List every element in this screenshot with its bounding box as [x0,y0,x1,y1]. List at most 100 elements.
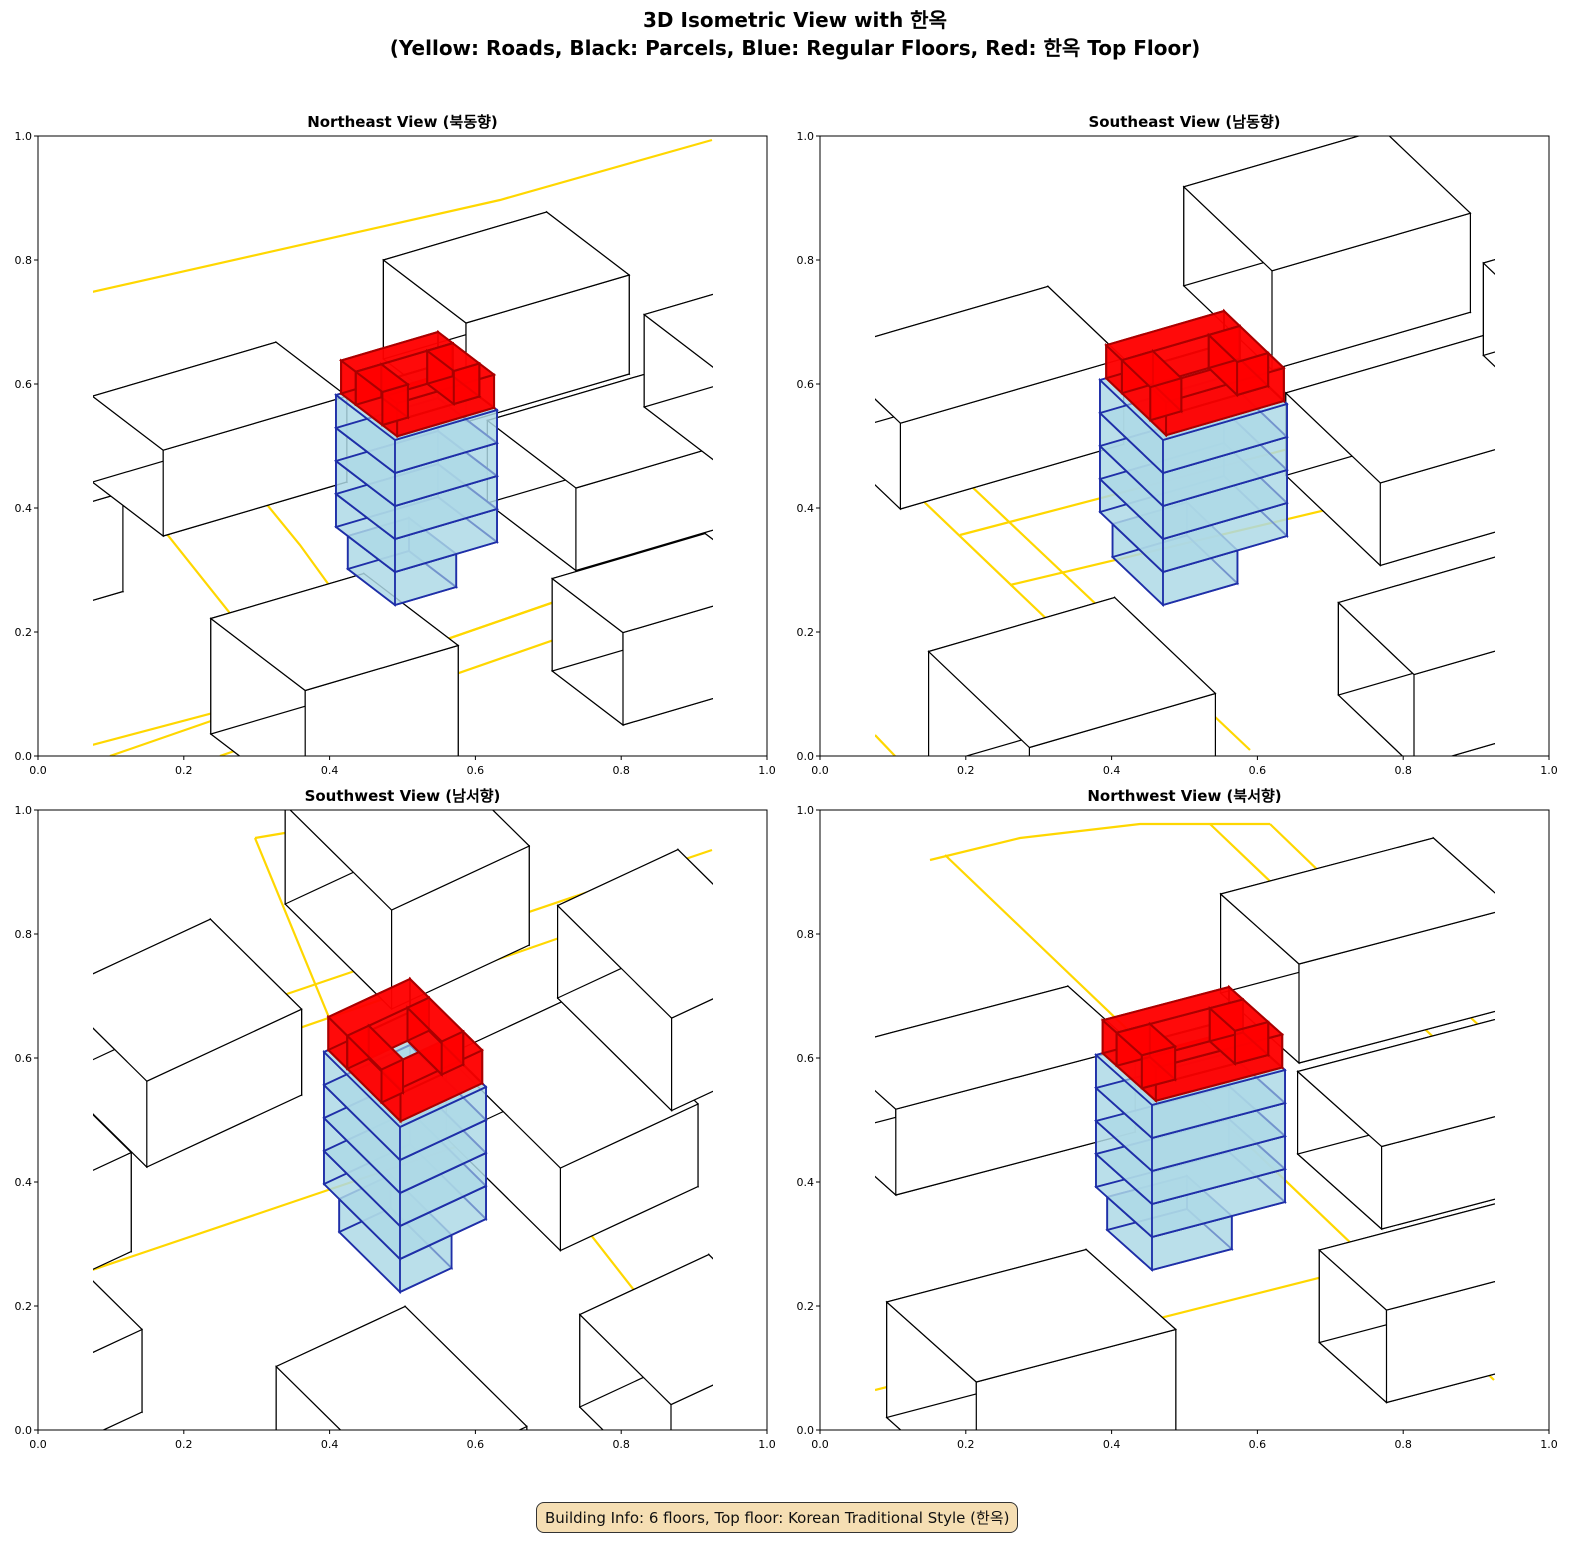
parcel-building-face [1,545,90,695]
parcel-building-face [0,1217,28,1360]
x-tick-label: 0.4 [1103,764,1121,777]
parcel-building-face [0,1111,11,1308]
x-tick-label: 1.0 [1540,1438,1558,1451]
parcel-building-face [386,1421,415,1430]
x-tick-label: 1.0 [758,1438,776,1451]
parcel-building-face [670,1384,713,1430]
x-tick-label: 0.0 [29,764,47,777]
parcel-building-face [1519,952,1590,1119]
parcel-building-face [885,1248,1178,1383]
x-tick-label: 0.6 [1249,1438,1267,1451]
axes-frame [37,135,768,757]
x-tick-label: 1.0 [1540,764,1558,777]
parcel-building-face [1296,1018,1495,1148]
x-tick-label: 0.6 [467,764,485,777]
parcel-building-face [93,341,349,451]
scene [0,138,876,756]
title-line-1: 3D Isometric View with 한옥 [643,8,947,32]
y-tick-label: 0.8 [15,254,33,267]
parcel-building-face [927,596,1217,749]
x-tick-label: 1.0 [758,764,776,777]
parcel-building-face [642,386,713,461]
parcel-building-face [875,985,1137,1110]
panel-2: Southwest View (남서향)0.00.00.20.20.40.40.… [0,787,776,1472]
x-tick-label: 0.4 [1103,1438,1121,1451]
parcel-building-face [275,1305,528,1430]
parcel-building-face [1578,303,1590,446]
y-tick-label: 0.0 [15,750,33,763]
parcel-building-face [1219,837,1495,965]
hanok-top-floor-face [405,996,465,1043]
hanok-top-floor-face [1206,324,1271,364]
parcel-building-face [93,918,303,1082]
x-tick-label: 0.8 [1394,1438,1412,1451]
hanok-top-floor-face [353,363,411,394]
parcel-building-face [1380,1116,1495,1230]
panel-3: Northwest View (북서향)0.00.00.20.20.40.40.… [797,787,1590,1451]
y-tick-label: 0.6 [15,1052,33,1065]
x-tick-label: 0.0 [29,1438,47,1451]
parcel-building-face [1519,1198,1586,1350]
road-line [929,822,1270,862]
hanok-top-floor-face [338,330,455,373]
parcel-building-face [733,340,876,474]
x-tick-label: 0.0 [811,1438,829,1451]
y-tick-label: 0.4 [15,502,33,515]
parcel-building-face [1482,259,1495,357]
x-tick-label: 0.8 [612,1438,630,1451]
hanok-top-floor-face [1207,998,1271,1032]
road-line [875,734,896,756]
road-line [253,837,332,1021]
x-tick-label: 0.4 [321,764,339,777]
parcel-building-face [550,532,713,634]
parcel-building-face [1413,650,1495,756]
x-tick-label: 0.2 [175,764,193,777]
parcel-building-face [0,613,89,741]
scene [763,136,1590,756]
hanok-top-floor-face [1100,985,1246,1034]
x-tick-label: 0.8 [612,764,630,777]
road-line [93,138,713,293]
y-tick-label: 0.4 [15,1176,33,1189]
x-tick-label: 0.8 [1394,764,1412,777]
parcel-building-face [642,293,713,368]
parcel-building-face [0,1277,13,1472]
scene [0,810,713,1472]
figure-title: 3D Isometric View with 한옥 (Yellow: Roads… [0,6,1590,62]
parcel-building-face [0,545,1,673]
hanok-top-floor-face [1120,350,1184,389]
x-tick-label: 0.4 [321,1438,339,1451]
x-tick-label: 0.2 [175,1438,193,1451]
parcel-building-face [1519,995,1590,1119]
hanok-top-floor-face [1104,309,1242,362]
y-tick-label: 0.6 [15,378,33,391]
parcel-building-face [708,1253,713,1352]
parcel-building-face [289,810,531,911]
scene [875,822,1590,1430]
x-tick-label: 0.2 [957,1438,975,1451]
parcel-building-face [1483,333,1495,429]
parcel-building-face [1519,903,1590,1044]
x-tick-label: 0.0 [811,764,829,777]
building-info-box: Building Info: 6 floors, Top floor: Kore… [536,1502,1019,1533]
panel-1: Southeast View (남동향)0.00.00.20.20.40.40.… [763,113,1590,777]
parcel-building-face [763,403,845,580]
parcel-building-face [622,605,713,726]
parcel-building-face [1379,448,1495,567]
y-tick-label: 0.6 [797,1052,815,1065]
parcel-building-face [517,1425,528,1430]
x-tick-label: 0.6 [1249,764,1267,777]
panel-0: Northeast View (북동향)0.00.00.20.20.40.40.… [0,113,876,777]
y-tick-label: 0.8 [797,254,815,267]
axes-frame [37,809,768,1431]
parcel-building-face [1524,549,1590,713]
y-tick-label: 1.0 [15,130,33,143]
parcel-building-face [704,532,713,633]
parcel-building-face [1482,261,1495,368]
y-tick-label: 0.2 [15,626,33,639]
panel-title: Southwest View (남서향) [305,787,501,805]
parcel-building-face [1318,1203,1495,1311]
y-tick-label: 0.4 [797,502,815,515]
